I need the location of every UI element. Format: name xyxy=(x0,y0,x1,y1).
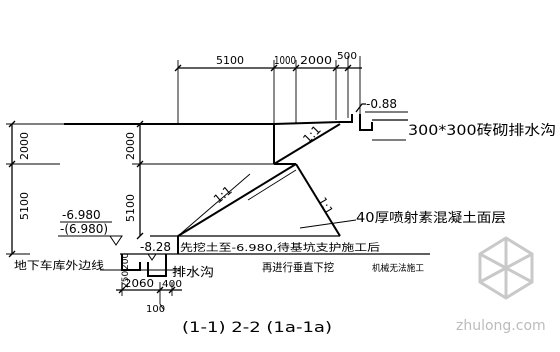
bottom-dimension-chain xyxy=(116,282,182,311)
dim-small-250: 250 xyxy=(121,271,131,288)
dim-top-500: 500 xyxy=(337,51,357,62)
elev-c: -8.28 xyxy=(140,240,171,254)
dim-inner-5100: 5100 xyxy=(124,194,137,222)
label-vertical-dig: 再进行垂直下挖 xyxy=(262,260,334,274)
dim-top-5100: 5100 xyxy=(216,54,244,67)
elev-b: -(6.980) xyxy=(60,222,108,236)
top-dimension-chain xyxy=(174,56,362,124)
dim-left-2000: 2000 xyxy=(18,132,31,160)
watermark-text: zhulong.com xyxy=(456,318,546,334)
label-machine-note: 机械无法施工 xyxy=(372,262,424,274)
dim-small-200: 200 xyxy=(121,253,131,270)
dim-top-2000: 2000 xyxy=(300,54,332,67)
dim-bottom-400: 400 xyxy=(162,279,182,290)
label-shotcrete: 40厚喷射素混凝土面层 xyxy=(356,210,506,226)
label-drain-ditch-top: 300*300砖砌排水沟 xyxy=(408,123,556,139)
label-garage-edge: 地下车库外边线 xyxy=(14,258,104,272)
slope-upper: 1:1 xyxy=(300,123,324,147)
elev-top: -0.88 xyxy=(366,97,397,111)
dim-left-5100: 5100 xyxy=(18,192,31,220)
elev-triangle-c xyxy=(147,253,157,261)
watermark-logo xyxy=(478,236,534,300)
elev-triangle xyxy=(109,235,123,246)
left-dimension-chain xyxy=(6,120,64,258)
inner-dimension-chain xyxy=(132,120,274,240)
section-title: (1-1) 2-2 (1a-1a) xyxy=(182,320,332,336)
dim-top-1000: 1000 xyxy=(274,54,296,67)
dim-inner-2000: 2000 xyxy=(124,132,137,160)
dim-bottom-100: 100 xyxy=(146,304,165,315)
slope-right: 1:1 xyxy=(315,195,335,217)
excavation-profile xyxy=(64,121,341,254)
label-drain-ditch: 排水沟 xyxy=(172,265,214,279)
lower-drain-ditch xyxy=(100,254,180,277)
elev-a: -6.980 xyxy=(62,208,101,222)
top-drain-ditch xyxy=(340,103,408,131)
label-excavate-note: 先挖土至-6.980,待基坑支护施工后 xyxy=(180,241,380,254)
dim-bottom-2060: 2060 xyxy=(124,277,154,290)
